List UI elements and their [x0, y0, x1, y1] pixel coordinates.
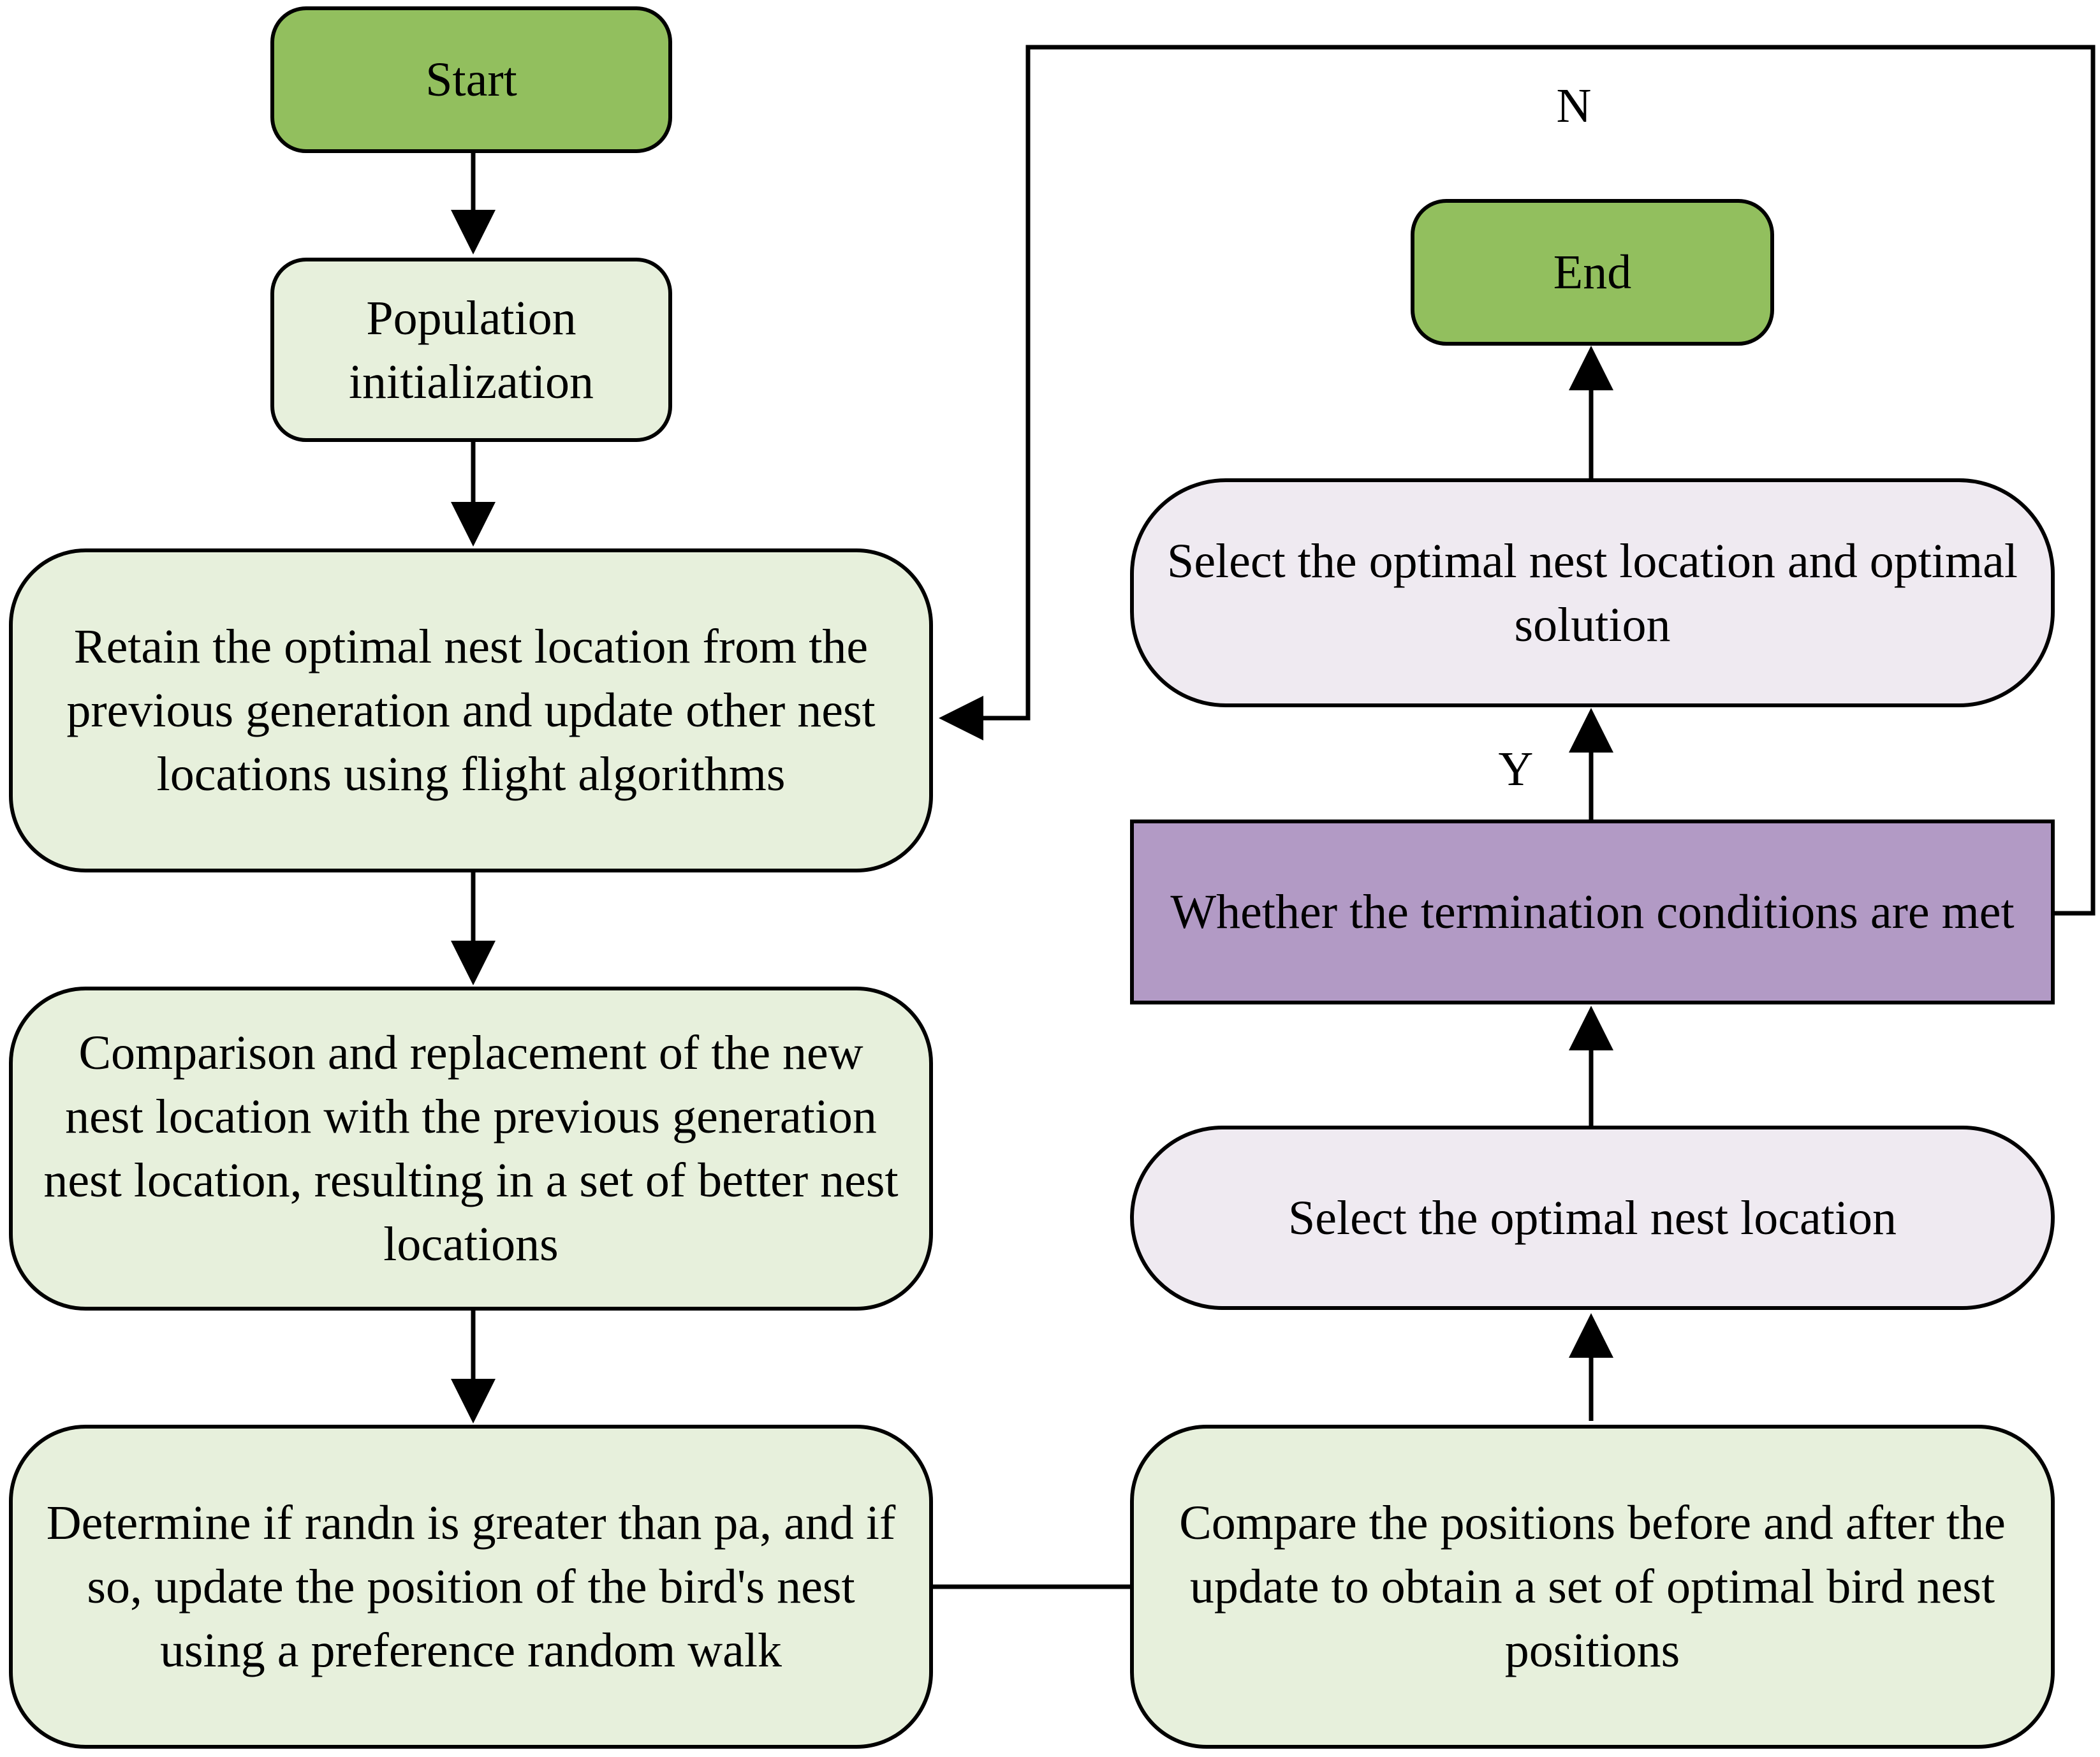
start-node: Start: [270, 6, 672, 153]
select-optimal-nest-node: Select the optimal nest location: [1130, 1126, 2055, 1310]
end-node: End: [1411, 199, 1774, 346]
compare-positions-node: Compare the positions before and after t…: [1130, 1425, 2055, 1749]
no-branch-label: N: [1556, 79, 1592, 133]
retain-update-node: Retain the optimal nest location from th…: [9, 548, 933, 872]
comparison-replacement-node: Comparison and replacement of the new ne…: [9, 987, 933, 1311]
determine-randn-node: Determine if randn is greater than pa, a…: [9, 1425, 933, 1749]
arrow-decision-no-loop: [939, 45, 2096, 916]
termination-decision-node: Whether the termination conditions are m…: [1130, 820, 2055, 1004]
population-initialization-node: Population initialization: [270, 258, 672, 442]
yes-branch-label: Y: [1498, 742, 1534, 796]
select-optimal-solution-node: Select the optimal nest location and opt…: [1130, 478, 2055, 707]
